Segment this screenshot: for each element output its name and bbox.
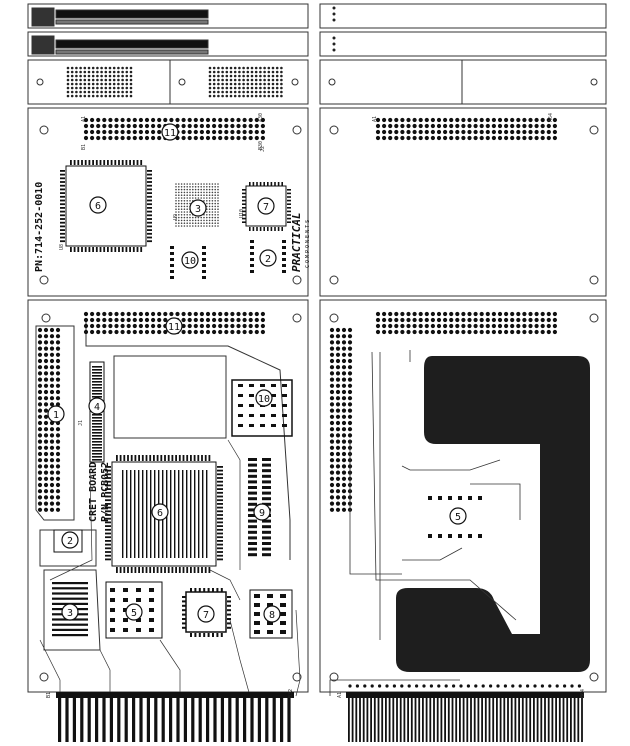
- component-5-right-pads: [428, 496, 482, 538]
- component-10-top: 10: [181, 251, 199, 269]
- ref-label-u10: U10: [239, 209, 245, 218]
- component-label-3-main: 3: [67, 608, 73, 619]
- component-label-9: 9: [259, 508, 265, 519]
- ref-label-u9: U9: [173, 214, 179, 220]
- component-label-8-main: 8: [269, 610, 275, 621]
- panel-top-left: [27, 107, 309, 297]
- traces-main: [39, 439, 301, 697]
- ref-label-j2: J2: [260, 146, 266, 152]
- component-label-4: 4: [94, 402, 100, 413]
- pin-label-b1-edge: B1: [46, 692, 52, 698]
- component-label-6: 6: [95, 201, 101, 212]
- connector-strip-left: [27, 59, 309, 105]
- board-title: CRET BOARD: [88, 462, 99, 522]
- qfp-chip-6-main: 6: [105, 455, 223, 573]
- ref-label-u8: U8: [59, 244, 65, 250]
- component-8-main: 8: [249, 589, 293, 639]
- component-label-2-main: 2: [67, 536, 73, 547]
- header-pins-right-left: [329, 327, 353, 512]
- component-label-10: 10: [184, 256, 196, 267]
- smd-block-10: 10: [231, 379, 293, 437]
- edge-connector-left: [56, 692, 294, 742]
- component-5-right: 5: [449, 507, 467, 525]
- header-pins-left: [37, 327, 61, 512]
- brand-name: PRACTICAL: [290, 212, 303, 272]
- brand-sub: COMPONENTS: [305, 218, 311, 268]
- component-label-5-main: 5: [131, 608, 137, 619]
- header-pins-right-top: [375, 117, 558, 141]
- dot-matrix-strip: [66, 66, 283, 98]
- pin-label-a1-right: A1: [372, 116, 378, 122]
- component-7-main: 7: [182, 588, 231, 637]
- pin-label-a1: A1: [81, 116, 87, 122]
- top-strip-left-1: [27, 3, 309, 29]
- header-pins-main: [83, 311, 265, 335]
- component-label-2: 2: [265, 254, 271, 265]
- pin-label-a64: A64: [548, 113, 554, 122]
- pin-label-b30: B30: [258, 141, 264, 150]
- connector-4: 4: [88, 361, 106, 463]
- pin-label-b32-edge: B32: [288, 689, 294, 698]
- board-pn: P/N PCB052: [100, 462, 111, 522]
- bga-chip-3-top: 3: [175, 183, 219, 227]
- component-11-main: 11: [165, 317, 183, 335]
- edge-connector-right: [346, 684, 584, 742]
- ref-label-j1: J1: [78, 420, 84, 426]
- pin-label-a1-left: A1: [337, 692, 343, 698]
- component-2-main: 2: [53, 529, 83, 553]
- component-label-11-main: 11: [168, 322, 180, 333]
- component-label-11: 11: [164, 128, 176, 139]
- traces-right: [329, 350, 521, 696]
- header-pins-top: [83, 117, 265, 141]
- connector-9: 9: [248, 458, 271, 557]
- qfp-chip-6-top: 6: [60, 160, 152, 252]
- right-strip-dots: [332, 6, 336, 52]
- component-label-5-right: 5: [455, 512, 461, 523]
- component-3-main: 3: [52, 582, 88, 637]
- component-label-1: 1: [53, 410, 59, 421]
- smd-pads-top: [170, 240, 286, 279]
- component-label-7: 7: [263, 202, 269, 213]
- component-11-top: 11: [161, 123, 179, 141]
- pin-label-a30: A30: [258, 113, 264, 122]
- main-board-outline: [27, 299, 309, 693]
- part-number-label: PN:714-252-0010: [34, 182, 45, 272]
- header-pins-right-main: [375, 311, 558, 335]
- top-strip-left-2: [27, 31, 309, 57]
- pin-label-b64: B64: [580, 689, 586, 698]
- component-1: 1: [47, 405, 65, 423]
- pin-label-b1: B1: [81, 144, 87, 150]
- right-strips: [319, 3, 607, 693]
- component-label-3: 3: [195, 204, 201, 215]
- qfp-chip-7-top: 7: [242, 182, 291, 231]
- copper-pour: [396, 356, 590, 672]
- component-label-10-main: 10: [258, 394, 270, 405]
- component-label-7-main: 7: [203, 610, 209, 621]
- component-label-6-main: 6: [157, 508, 163, 519]
- component-2-top: 2: [259, 249, 277, 267]
- component-5-main: 5: [105, 581, 163, 639]
